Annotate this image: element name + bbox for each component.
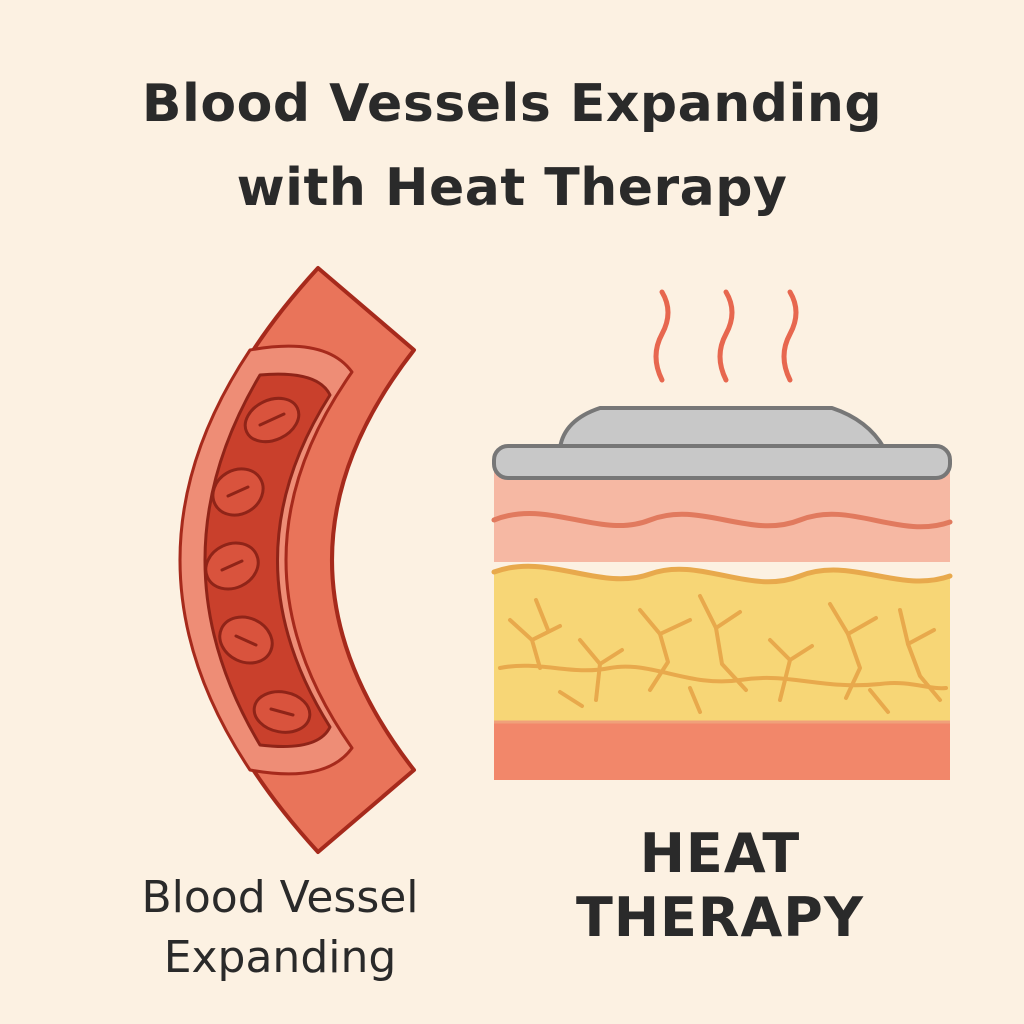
vessel-label: Blood Vessel Expanding — [90, 868, 470, 988]
fat-wave-line — [491, 563, 953, 585]
blood-cell — [243, 396, 301, 444]
muscle-layer — [494, 722, 950, 780]
skin-layers-icon — [491, 470, 953, 780]
heat-label-line-2: THERAPY — [576, 886, 864, 949]
heat-pad-base — [492, 444, 952, 480]
blood-cell — [204, 541, 260, 591]
heat-pad-top — [558, 406, 886, 450]
blood-cell — [252, 690, 312, 734]
capillaries — [498, 594, 948, 714]
blood-vessel-icon — [178, 266, 416, 854]
steam-wave-3 — [781, 289, 799, 383]
page-title: Blood Vessels Expanding with Heat Therap… — [0, 62, 1024, 230]
title-line-2: with Heat Therapy — [236, 158, 788, 218]
title-line-1: Blood Vessels Expanding — [141, 74, 883, 134]
skin-wave-line — [491, 510, 953, 530]
heat-therapy-label: HEAT THERAPY — [520, 822, 920, 950]
blood-cell — [218, 615, 274, 665]
heat-label-line-1: HEAT — [639, 822, 801, 885]
vessel-label-line-1: Blood Vessel — [141, 872, 419, 923]
blood-cells — [204, 396, 312, 734]
skin-top-layer — [494, 470, 950, 562]
heat-pad-icon — [492, 406, 952, 480]
steam-wave-2 — [717, 289, 735, 383]
steam-icon — [653, 289, 799, 383]
steam-wave-1 — [653, 289, 671, 383]
vessel-label-line-2: Expanding — [163, 932, 397, 983]
fat-layer — [494, 566, 950, 722]
blood-cell — [211, 467, 265, 517]
